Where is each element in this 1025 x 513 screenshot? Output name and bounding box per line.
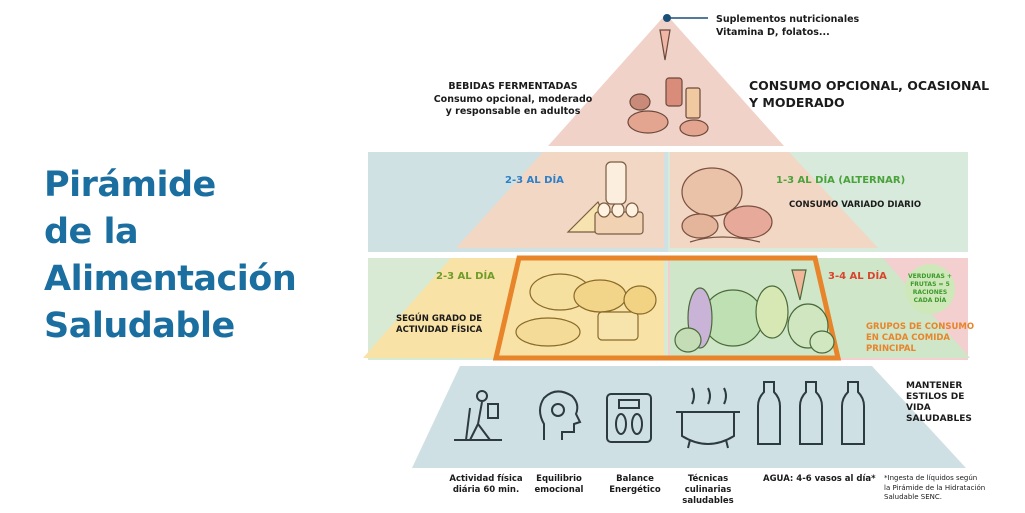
lifestyle-tier	[412, 366, 966, 468]
title-line-2: de la	[44, 212, 139, 252]
page-title: Pirámide de la Alimentación Saludable	[44, 162, 297, 350]
main-meal-groups-label: GRUPOS DE CONSUMO EN CADA COMIDA PRINCIP…	[866, 322, 975, 354]
fermented-drinks-label: BEBIDAS FERMENTADAS Consumo opcional, mo…	[433, 81, 593, 117]
five-servings-badge: VERDURAS + FRUTAS = 5 RACIONES CADA DÍA	[905, 264, 955, 314]
activity-caption: Actividad física diária 60 min.	[449, 474, 523, 495]
activity-grade-label: SEGÚN GRADO DE ACTIVIDAD FÍSICA	[396, 314, 483, 335]
cereals-bread-icon	[515, 273, 657, 347]
emotional-caption: Equilibrio emocional	[534, 474, 584, 495]
title-line-3: Alimentación	[44, 259, 297, 299]
cooking-pot-icon	[676, 387, 740, 449]
healthy-lifestyle-label: MANTENER ESTILOS DE VIDA SALUDABLES	[906, 381, 972, 424]
water-bottles-icon	[757, 381, 865, 445]
scale-icon	[606, 393, 652, 443]
fruits-vegetables-icon	[674, 269, 835, 354]
main-meal-highlight	[492, 255, 842, 361]
protein-frequency-label: 1-3 AL DÍA (ALTERNAR)	[776, 175, 906, 186]
dairy-frequency-label: 2-3 AL DÍA	[505, 175, 564, 186]
hiker-icon	[454, 390, 502, 441]
title-line-1: Pirámide	[44, 165, 216, 205]
energy-balance-caption: Balance Energético	[609, 474, 661, 495]
dairy-eggs-icon	[566, 161, 644, 235]
meat-fish-icon	[681, 167, 773, 243]
cereals-frequency-label: 2-3 AL DÍA	[436, 271, 495, 282]
occasional-foods-icon	[627, 29, 709, 137]
emotional-head-icon	[539, 390, 582, 440]
hydration-footnote: *Ingesta de líquidos según la Pirámide d…	[884, 474, 986, 501]
vegetables-frequency-label: 3-4 AL DÍA	[828, 271, 887, 282]
optional-consumption-label: CONSUMO OPCIONAL, OCASIONAL Y MODERADO	[749, 78, 990, 110]
supplements-label: Suplementos nutricionales Vitamina D, fo…	[716, 14, 860, 38]
cooking-caption: Técnicas culinarias saludables	[682, 474, 734, 506]
water-caption: AGUA: 4-6 vasos al día*	[763, 474, 876, 484]
title-line-4: Saludable	[44, 306, 235, 346]
varied-consumption-label: CONSUMO VARIADO DIARIO	[789, 200, 922, 210]
